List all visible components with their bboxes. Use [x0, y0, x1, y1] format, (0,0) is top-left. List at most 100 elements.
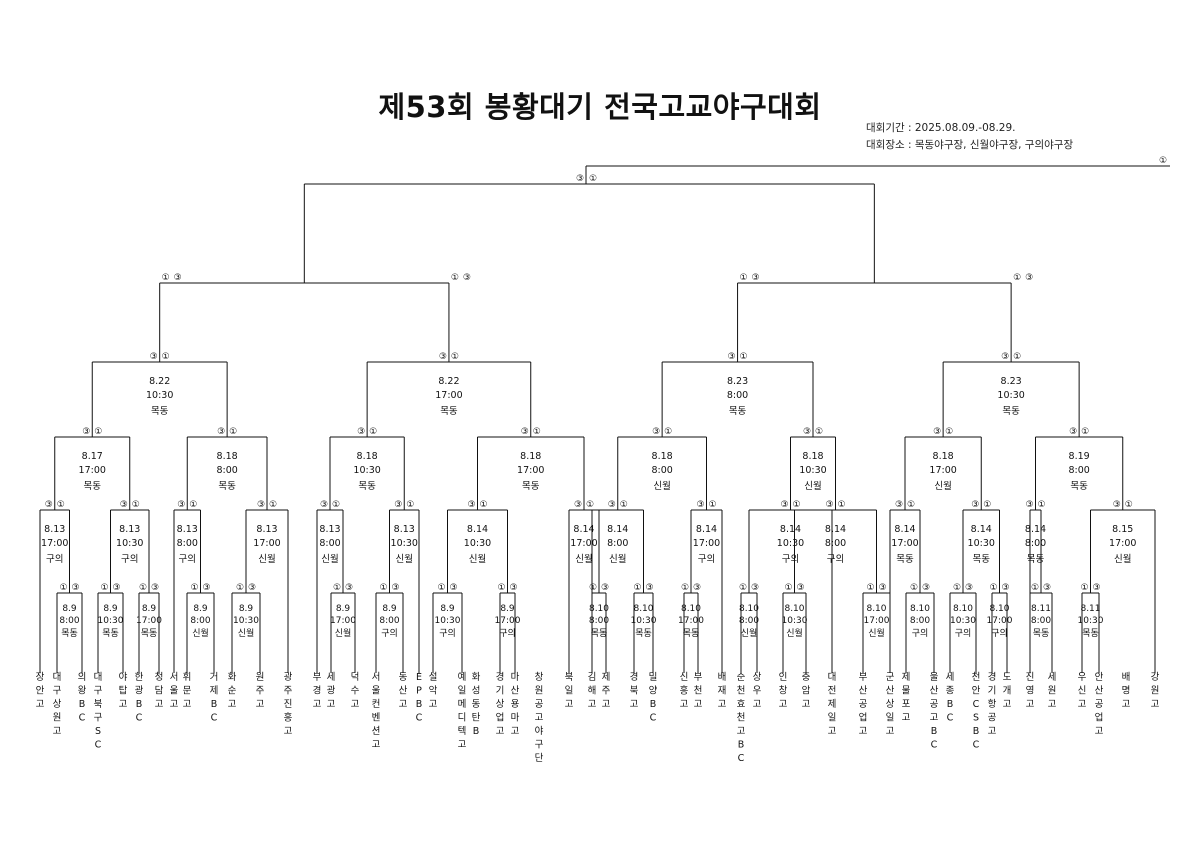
match-date: 8.9 [103, 604, 118, 614]
seed-marker: ③ [521, 427, 529, 437]
team-name-char: 고 [753, 699, 762, 710]
match-date: 8.10 [910, 604, 930, 614]
team-name-char: C [738, 753, 745, 764]
team-name-char: 공 [1095, 699, 1104, 710]
seed-marker: ③ [895, 500, 903, 510]
seed-marker: ① [229, 427, 237, 437]
team-name-char: 컨 [372, 699, 381, 710]
match-date: 8.14 [825, 524, 846, 535]
seed-marker: ③ [796, 583, 804, 593]
team-name-char: 경 [988, 671, 997, 683]
seed-marker: ③ [345, 583, 353, 593]
match-date: 8.9 [382, 604, 397, 614]
match-venue: 목동 [102, 628, 119, 639]
match-date: 8.15 [1112, 524, 1133, 535]
team-name-char: 주 [602, 686, 611, 697]
seed-marker: ① [664, 427, 672, 437]
team-name-char: 고 [694, 699, 703, 710]
team-name-char: 텍 [458, 726, 467, 737]
team-name-char: B [136, 699, 143, 710]
match-venue: 목동 [84, 481, 102, 492]
team-name-char: B [211, 699, 218, 710]
team-name-char: 구 [53, 686, 62, 697]
team-name-char: 천 [694, 686, 703, 697]
match-venue: 목동 [151, 406, 169, 417]
team-name-char: 울 [372, 686, 381, 697]
match-date: 8.14 [1025, 524, 1046, 535]
tournament-period: 대회기간 : 2025.08.09.-08.29. [866, 122, 1016, 134]
seed-marker: ① [437, 583, 445, 593]
seed-marker: ① [162, 273, 170, 283]
match-date: 8.18 [933, 451, 954, 462]
seed-marker: ③ [878, 583, 886, 593]
team-name-char: 상 [886, 699, 895, 710]
seed-marker: ① [406, 500, 414, 510]
match-venue: 구의 [499, 628, 516, 639]
seed-marker: ③ [217, 427, 225, 437]
match-time: 8:00 [190, 616, 210, 626]
seed-marker: ① [989, 583, 997, 593]
seed-marker: ① [162, 352, 170, 362]
team-name-char: 업 [859, 712, 868, 724]
match-date: 8.9 [500, 604, 515, 614]
team-name-char: 고 [680, 699, 689, 710]
team-name-char: 공 [988, 713, 997, 724]
seed-marker: ① [740, 273, 748, 283]
match-date: 8.14 [780, 524, 801, 535]
match-time: 10:30 [782, 616, 808, 626]
match-date: 8.9 [62, 604, 77, 614]
match-date: 8.10 [953, 604, 973, 614]
seed-marker: ③ [1092, 583, 1100, 593]
seed-marker: ① [1080, 583, 1088, 593]
match-time: 8:00 [910, 616, 930, 626]
team-name-char: 우 [753, 686, 762, 697]
seed-marker: ① [1081, 427, 1089, 437]
match-time: 10:30 [146, 390, 173, 401]
team-name-char: 흥 [284, 712, 293, 724]
match-date: 8.11 [1080, 604, 1100, 614]
seed-marker: ③ [112, 583, 120, 593]
match-time: 8:00 [1068, 465, 1089, 476]
team-name-char: 고 [1122, 699, 1131, 710]
team-name-char: 해 [588, 685, 597, 697]
team-name-char: 고 [256, 699, 265, 710]
seed-marker: ③ [391, 583, 399, 593]
match-time: 17:00 [987, 616, 1013, 626]
team-name-char: 부 [694, 672, 703, 683]
team-name-char: 청 [155, 672, 164, 683]
team-name-char: 상 [496, 699, 505, 710]
seed-marker: ① [59, 583, 67, 593]
team-name-char: 배 [718, 672, 727, 683]
team-name-char: 의 [78, 672, 87, 683]
team-name-char: 고 [1003, 699, 1012, 710]
team-name-char: 울 [930, 672, 939, 683]
match-time: 10:30 [997, 390, 1024, 401]
team-name-char: 세 [1048, 672, 1057, 683]
team-name-char: E [416, 672, 422, 683]
seed-marker: ③ [645, 583, 653, 593]
team-name-char: 용 [511, 699, 520, 710]
match-time: 10:30 [968, 538, 995, 549]
team-name-char: 부 [313, 672, 322, 683]
team-name-char: 고 [802, 699, 811, 710]
champion-marker: ① [1159, 156, 1167, 166]
match-venue: 목동 [1033, 628, 1050, 639]
match-time: 8:00 [319, 538, 340, 549]
match-time: 17:00 [79, 465, 106, 476]
seed-marker: ① [1013, 273, 1021, 283]
team-name-char: 고 [458, 740, 467, 751]
team-name-char: 원 [256, 672, 265, 683]
team-name-char: 광 [135, 685, 144, 697]
team-name-char: 탄 [472, 713, 481, 724]
match-time: 8:00 [1031, 616, 1051, 626]
team-name-char: 고 [902, 713, 911, 724]
team-name-char: C [973, 740, 980, 751]
team-name-char: 일 [828, 713, 837, 724]
seed-marker: ① [681, 583, 689, 593]
seed-marker: ③ [463, 273, 471, 283]
team-name-char: 일 [458, 686, 467, 697]
seed-marker: ① [57, 500, 65, 510]
team-name-char: B [973, 726, 980, 737]
team-name-char: 고 [602, 699, 611, 710]
